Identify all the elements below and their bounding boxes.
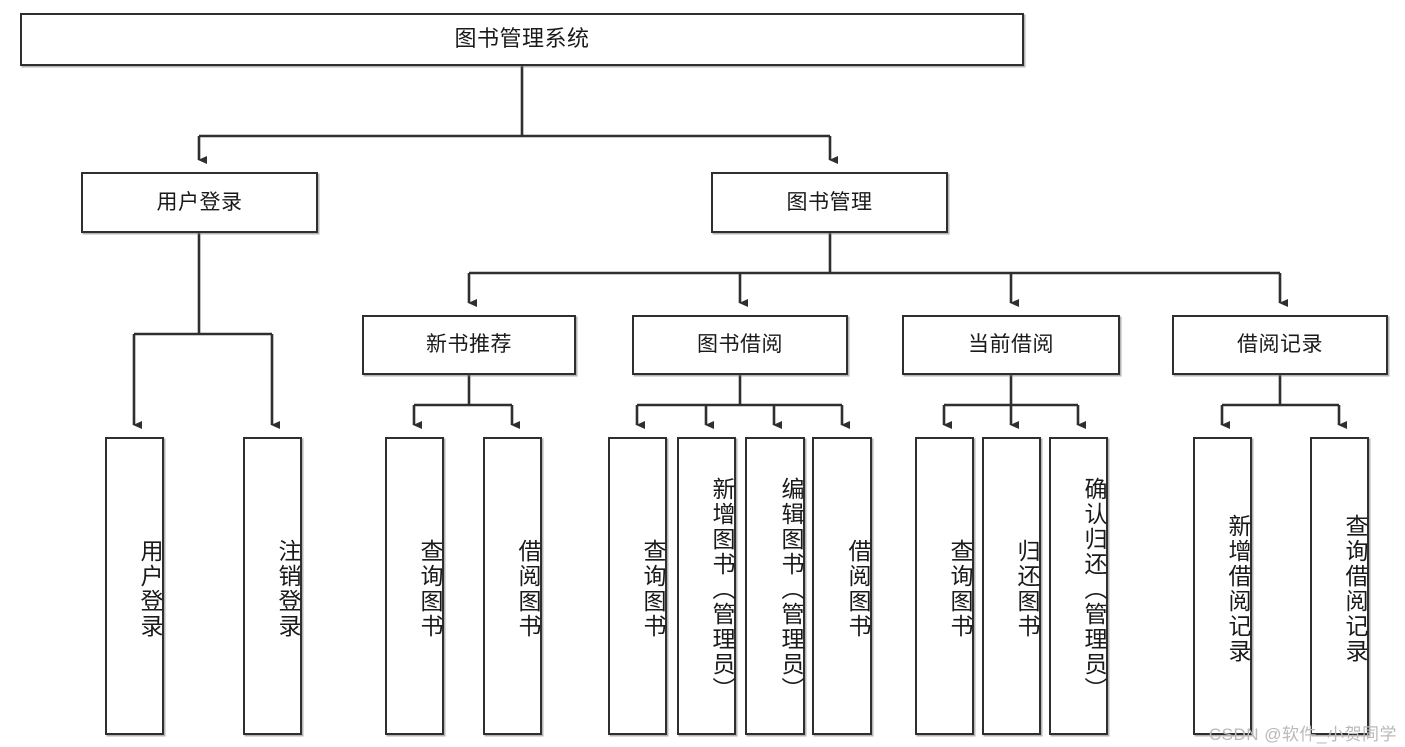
node-leaf-query-book-new-recommend[interactable]: 查询图书 xyxy=(385,437,444,735)
node-label: 查询图书 xyxy=(947,539,973,639)
node-leaf-query-book-borrow[interactable]: 查询图书 xyxy=(608,437,667,735)
node-label: 用户登录 xyxy=(137,539,163,639)
node-label: 图书管理系统 xyxy=(454,26,590,52)
node-leaf-add-book-admin[interactable]: 新增图书（管理员） xyxy=(677,437,736,735)
node-leaf-borrow-book-borrow[interactable]: 借阅图书 xyxy=(812,437,872,735)
node-book-borrow[interactable]: 图书借阅 xyxy=(632,315,848,375)
node-label: 用户登录 xyxy=(156,190,243,214)
node-label: 借阅图书 xyxy=(515,539,541,639)
node-borrow-record[interactable]: 借阅记录 xyxy=(1172,315,1388,375)
node-leaf-add-borrow-record[interactable]: 新增借阅记录 xyxy=(1193,437,1252,735)
node-label: 图书借阅 xyxy=(697,333,783,357)
node-label: 查询图书 xyxy=(640,539,666,639)
node-book-manage[interactable]: 图书管理 xyxy=(711,172,948,233)
node-new-book-recommend[interactable]: 新书推荐 xyxy=(362,315,576,375)
node-leaf-confirm-return-admin[interactable]: 确认归还（管理员） xyxy=(1049,437,1108,735)
node-leaf-logout[interactable]: 注销登录 xyxy=(243,437,302,735)
node-root-book-management-system[interactable]: 图书管理系统 xyxy=(20,13,1024,66)
node-label: 借阅图书 xyxy=(845,539,871,639)
node-current-borrow[interactable]: 当前借阅 xyxy=(902,315,1120,375)
node-label: 当前借阅 xyxy=(968,333,1054,357)
node-label: 查询借阅记录 xyxy=(1342,514,1368,664)
node-leaf-query-borrow-record[interactable]: 查询借阅记录 xyxy=(1310,437,1369,735)
node-label: 新增借阅记录 xyxy=(1225,514,1251,664)
node-label: 借阅记录 xyxy=(1237,333,1323,357)
node-leaf-borrow-book-new-recommend[interactable]: 借阅图书 xyxy=(483,437,542,735)
node-label: 查询图书 xyxy=(417,539,443,639)
node-leaf-query-book-current[interactable]: 查询图书 xyxy=(915,437,974,735)
node-leaf-edit-book-admin[interactable]: 编辑图书（管理员） xyxy=(745,437,805,735)
csdn-watermark: CSDN @软件_小贺同学 xyxy=(1208,725,1397,744)
node-label: 编辑图书（管理员） xyxy=(778,476,804,702)
node-leaf-return-book[interactable]: 归还图书 xyxy=(982,437,1041,735)
node-user-login[interactable]: 用户登录 xyxy=(81,172,318,233)
node-label: 注销登录 xyxy=(275,539,301,639)
node-leaf-user-login[interactable]: 用户登录 xyxy=(105,437,164,735)
node-label: 确认归还（管理员） xyxy=(1081,476,1107,702)
node-label: 归还图书 xyxy=(1014,539,1040,639)
node-label: 图书管理 xyxy=(786,190,873,214)
node-label: 新增图书（管理员） xyxy=(709,476,735,702)
node-label: 新书推荐 xyxy=(426,333,512,357)
